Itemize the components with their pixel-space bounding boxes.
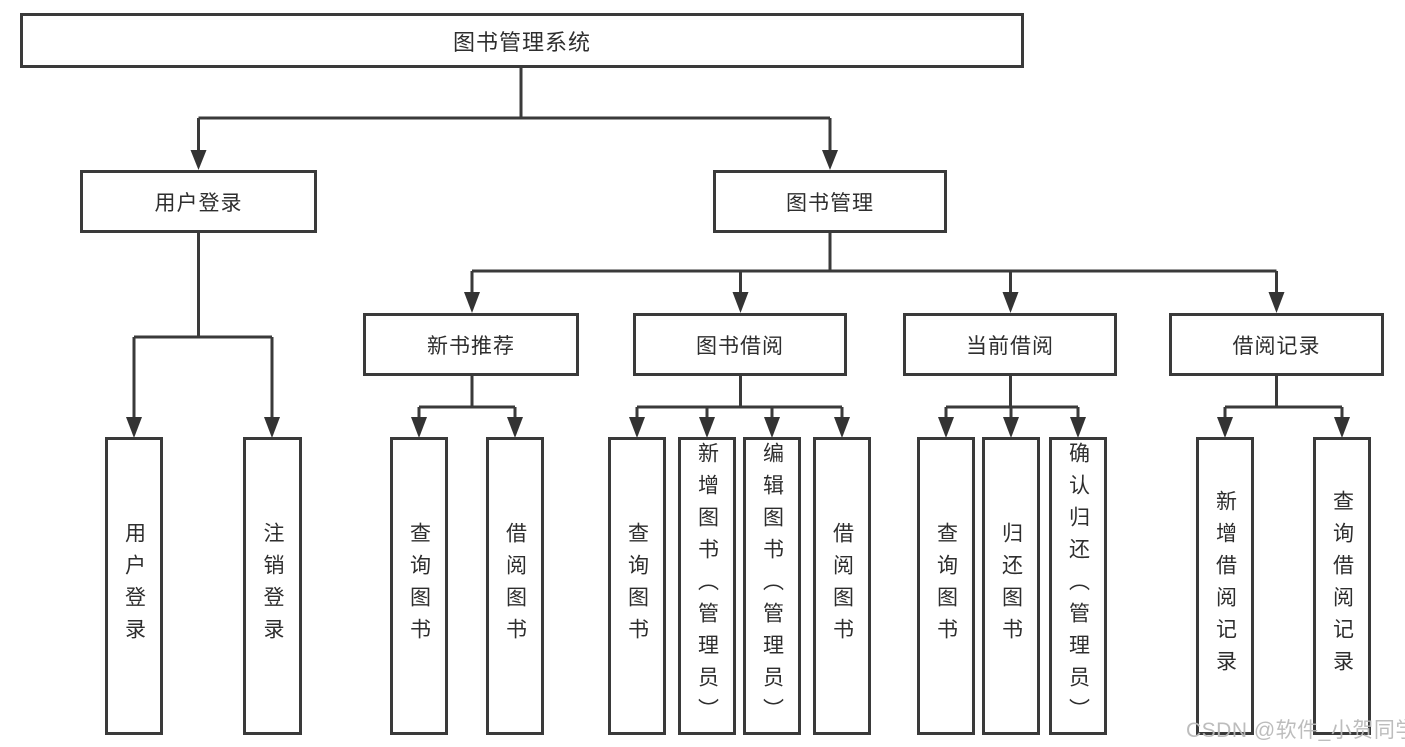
leaf-edit-books-admin: 编辑图书（管理员） [743,437,801,735]
node-book-borrowing: 图书借阅 [633,313,847,376]
node-current-borrowing: 当前借阅 [903,313,1117,376]
node-borrowing-records: 借阅记录 [1169,313,1384,376]
leaf-add-borrow-record: 新增借阅记录 [1196,437,1254,735]
leaf-user-login: 用户登录 [105,437,163,735]
node-new-book-recommend: 新书推荐 [363,313,579,376]
leaf-logout: 注销登录 [243,437,302,735]
leaf-query-books-recommend: 查询图书 [390,437,448,735]
leaf-return-books: 归还图书 [982,437,1040,735]
node-book-management-branch: 图书管理 [713,170,947,233]
leaf-query-books-borrowing: 查询图书 [608,437,666,735]
leaf-query-books-current: 查询图书 [917,437,975,735]
leaf-query-borrow-record: 查询借阅记录 [1313,437,1371,735]
leaf-add-books-admin: 新增图书（管理员） [678,437,736,735]
csdn-watermark: CSDN @软件_小贺同学 [1186,719,1405,742]
node-user-login-branch: 用户登录 [80,170,317,233]
leaf-borrow-books-borrowing: 借阅图书 [813,437,871,735]
leaf-confirm-return-admin: 确认归还（管理员） [1049,437,1107,735]
node-library-management-system: 图书管理系统 [20,13,1024,68]
leaf-borrow-books-recommend: 借阅图书 [486,437,544,735]
